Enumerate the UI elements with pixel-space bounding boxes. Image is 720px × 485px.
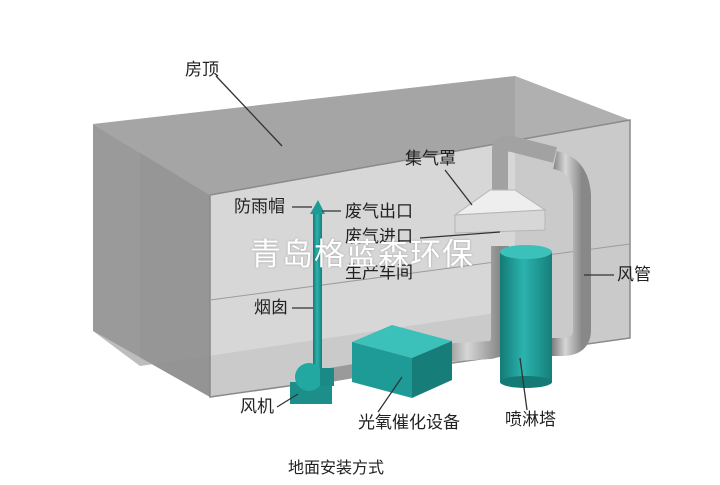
chimney [310,200,325,384]
spray-tower [500,245,552,388]
label-photo-oxygen: 光氧催化设备 [358,413,460,433]
fan-unit [290,363,334,404]
roof-panel [93,76,630,195]
label-hood: 集气罩 [405,149,456,169]
mid-line [209,243,631,301]
leader-photo-oxygen [377,376,403,413]
duct-hood-top [492,135,557,200]
diagram-caption: 地面安装方式 [288,458,385,477]
leader-hood [444,169,473,206]
leader-inlet [419,231,501,239]
label-duct: 风管 [617,265,651,285]
left-wall [93,124,210,397]
label-exhaust-inlet: 废气进口 [345,227,413,247]
label-exhaust-outlet: 废气出口 [345,202,413,222]
leader-lines [215,75,614,413]
label-spray-tower: 喷淋塔 [505,410,556,430]
leader-roof [215,75,283,147]
label-roof: 房顶 [185,60,219,80]
label-chimney: 烟囱 [254,298,288,318]
leader-fan [276,393,299,408]
leader-spray-tower [519,357,528,411]
rain-cap [310,200,325,214]
collection-hood [453,189,547,234]
label-fan: 风机 [240,397,274,417]
label-rain-cap: 防雨帽 [234,197,285,217]
watermark: 青岛格蓝森环保 [250,237,474,273]
label-workshop: 生产车间 [345,263,413,283]
duct-right [552,151,591,356]
front-edge [209,119,631,398]
